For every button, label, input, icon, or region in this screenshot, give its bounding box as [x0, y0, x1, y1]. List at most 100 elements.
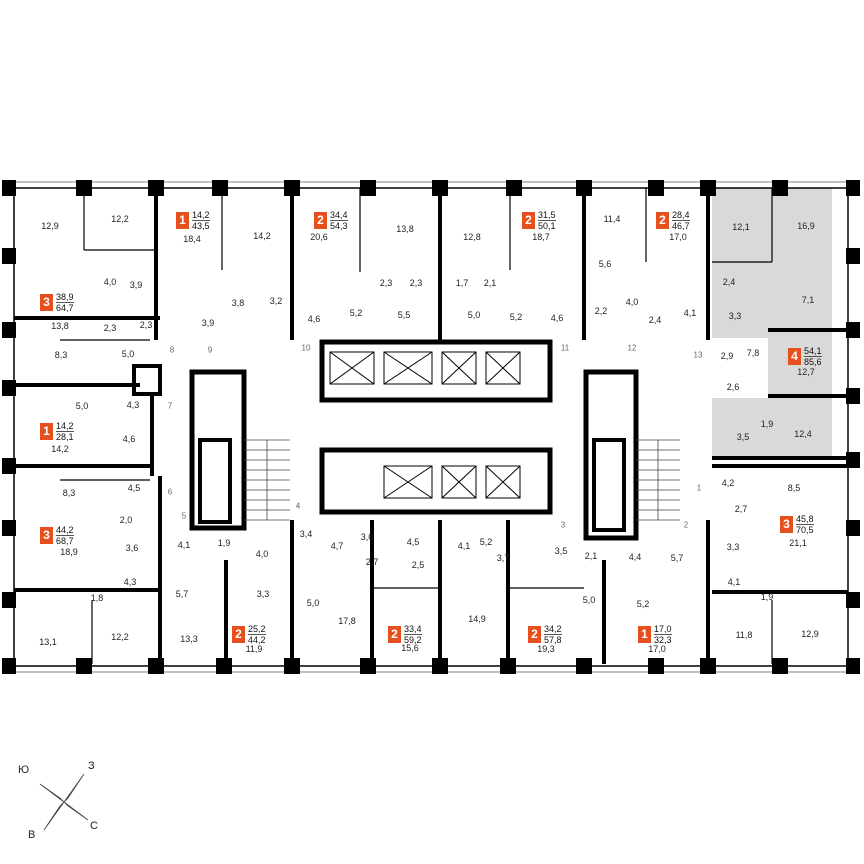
total-area: 32,3: [654, 634, 672, 645]
total-area: 57,8: [544, 634, 562, 645]
total-area: 44,2: [248, 634, 266, 645]
entrance-number: 2: [683, 520, 689, 530]
room-area: 8,3: [62, 488, 76, 498]
room-count-badge: 3: [40, 527, 53, 544]
compass-west: З: [88, 760, 95, 772]
room-area: 1,8: [90, 593, 104, 603]
room-count-badge: 2: [528, 626, 541, 643]
room-area: 3,7: [496, 553, 510, 563]
room-count-badge: 2: [232, 626, 245, 643]
room-area: 3,9: [129, 280, 143, 290]
room-area: 4,1: [727, 577, 741, 587]
room-area: 2,7: [365, 557, 379, 567]
entrance-number: 9: [207, 345, 213, 355]
room-area: 4,0: [103, 277, 117, 287]
room-area: 1,9: [217, 538, 231, 548]
entrance-number: 12: [627, 343, 637, 353]
partition-walls: [14, 188, 848, 664]
room-count-badge: 3: [780, 516, 793, 533]
room-area: 4,6: [307, 314, 321, 324]
room-area: 4,1: [683, 308, 697, 318]
room-area: 11,9: [245, 644, 263, 654]
room-area: 7,8: [746, 348, 760, 358]
living-area: 14,2: [56, 421, 74, 431]
room-area: 12,7: [797, 367, 815, 377]
room-area: 4,5: [127, 483, 141, 493]
total-area: 85,6: [804, 356, 822, 367]
room-area: 4,0: [625, 297, 639, 307]
compass-east: В: [28, 829, 36, 841]
room-area: 12,4: [794, 429, 812, 439]
compass-north: С: [90, 820, 98, 832]
room-area: 3,5: [554, 546, 568, 556]
room-area: 2,0: [119, 515, 133, 525]
room-area: 17,0: [648, 644, 666, 654]
room-area: 5,2: [509, 312, 523, 322]
internal-walls: [60, 188, 773, 664]
room-area: 5,2: [636, 599, 650, 609]
entrance-number: 13: [693, 350, 703, 360]
room-area: 14,9: [468, 614, 486, 624]
room-area: 5,5: [397, 310, 411, 320]
total-area: 43,5: [192, 220, 210, 231]
room-area: 2,4: [722, 277, 736, 287]
living-area: 25,2: [248, 624, 266, 634]
living-area: 38,9: [56, 292, 74, 302]
room-area: 2,1: [584, 551, 598, 561]
room-area: 13,8: [396, 224, 414, 234]
room-area: 2,3: [139, 320, 153, 330]
room-area: 4,3: [126, 400, 140, 410]
living-area: 34,4: [330, 210, 348, 220]
room-area: 3,3: [728, 311, 742, 321]
room-area: 4,5: [406, 537, 420, 547]
living-area: 17,0: [654, 624, 672, 634]
room-count-badge: 3: [40, 294, 53, 311]
room-area: 5,0: [75, 401, 89, 411]
entrance-number: 4: [295, 501, 301, 511]
room-area: 7,1: [801, 295, 815, 305]
room-area: 3,6: [125, 543, 139, 553]
room-area: 3,8: [231, 298, 245, 308]
living-area: 44,2: [56, 525, 74, 535]
room-count-badge: 2: [522, 212, 535, 229]
room-area: 3,2: [269, 296, 283, 306]
room-area: 3,3: [256, 589, 270, 599]
living-area: 14,2: [192, 210, 210, 220]
room-area: 19,3: [537, 644, 555, 654]
total-area: 28,1: [56, 431, 74, 442]
room-area: 13,1: [39, 637, 57, 647]
total-area: 46,7: [672, 220, 690, 231]
room-area: 14,2: [51, 444, 69, 454]
room-area: 2,9: [720, 351, 734, 361]
room-area: 4,2: [721, 478, 735, 488]
room-area: 18,7: [532, 232, 550, 242]
entrance-number: 5: [181, 511, 187, 521]
total-area: 70,5: [796, 524, 814, 535]
room-area: 1,9: [760, 592, 774, 602]
room-area: 2,6: [726, 382, 740, 392]
room-area: 2,2: [594, 306, 608, 316]
total-area: 59,2: [404, 634, 422, 645]
room-area: 15,6: [401, 643, 419, 653]
room-area: 12,1: [732, 222, 750, 232]
room-area: 3,3: [726, 542, 740, 552]
entrance-number: 6: [167, 487, 173, 497]
living-area: 28,4: [672, 210, 690, 220]
room-area: 4,4: [628, 552, 642, 562]
columns: [2, 180, 860, 674]
entrance-number: 1: [696, 483, 702, 493]
